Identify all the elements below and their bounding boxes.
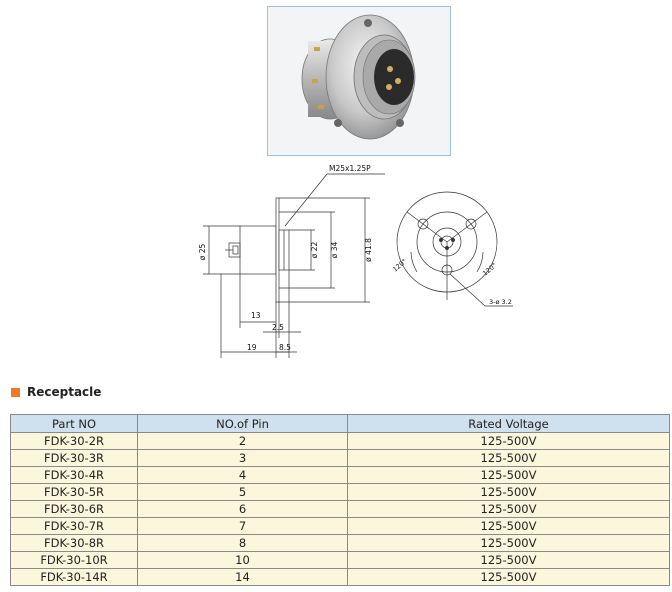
dim-34: ø 34 — [330, 242, 339, 259]
front-view — [396, 191, 513, 307]
dim-2-5: 2.5 — [272, 323, 284, 332]
header-rated-voltage: Rated Voltage — [347, 414, 670, 433]
cell-rated-voltage: 125-500V — [347, 568, 670, 586]
dimension-drawing: M25x1.25P ø 25 ø 22 ø 34 ø 41.8 13 2.5 1… — [198, 164, 513, 358]
dim-8-5: 8.5 — [279, 343, 291, 352]
cell-part-no: FDK-30-5R — [10, 483, 138, 501]
cell-no-of-pin: 3 — [137, 449, 348, 467]
cell-part-no: FDK-30-10R — [10, 551, 138, 569]
table-row: FDK-30-14R 14 125-500V — [10, 568, 670, 586]
cell-rated-voltage: 125-500V — [347, 483, 670, 501]
table-row: FDK-30-10R 10 125-500V — [10, 551, 670, 569]
cell-part-no: FDK-30-2R — [10, 432, 138, 450]
connector-image — [268, 7, 450, 155]
cell-part-no: FDK-30-3R — [10, 449, 138, 467]
cell-part-no: FDK-30-8R — [10, 534, 138, 552]
dim-13: 13 — [251, 311, 261, 320]
section-heading: Receptacle — [11, 384, 101, 400]
cell-no-of-pin: 5 — [137, 483, 348, 501]
table-row: FDK-30-8R 8 125-500V — [10, 534, 670, 552]
hole-label: 3-ø 3.2 — [489, 298, 512, 306]
cell-rated-voltage: 125-500V — [347, 466, 670, 484]
table-row: FDK-30-4R 4 125-500V — [10, 466, 670, 484]
header-part-no: Part NO — [10, 414, 138, 433]
cell-rated-voltage: 125-500V — [347, 534, 670, 552]
section-title: Receptacle — [27, 385, 102, 399]
cell-no-of-pin: 8 — [137, 534, 348, 552]
orange-square-icon — [11, 387, 20, 397]
cell-rated-voltage: 125-500V — [347, 551, 670, 569]
front-view-labels: 120° 120° 3-ø 3.2 — [391, 257, 512, 306]
cell-no-of-pin: 10 — [137, 551, 348, 569]
spec-table: Part NO NO.of Pin Rated Voltage FDK-30-2… — [10, 414, 670, 586]
cell-no-of-pin: 6 — [137, 500, 348, 518]
cell-rated-voltage: 125-500V — [347, 517, 670, 535]
side-view — [203, 173, 385, 358]
table-row: FDK-30-6R 6 125-500V — [10, 500, 670, 518]
cell-no-of-pin: 4 — [137, 466, 348, 484]
dim-19: 19 — [247, 343, 257, 352]
cell-part-no: FDK-30-6R — [10, 500, 138, 518]
side-view-labels: M25x1.25P ø 25 ø 22 ø 34 ø 41.8 13 2.5 1… — [198, 164, 373, 352]
cell-part-no: FDK-30-7R — [10, 517, 138, 535]
dim-25: ø 25 — [198, 244, 207, 261]
cell-rated-voltage: 125-500V — [347, 449, 670, 467]
product-photo — [267, 6, 451, 156]
cell-rated-voltage: 125-500V — [347, 432, 670, 450]
cell-no-of-pin: 2 — [137, 432, 348, 450]
cell-part-no: FDK-30-14R — [10, 568, 138, 586]
table-header-row: Part NO NO.of Pin Rated Voltage — [10, 414, 670, 433]
cell-no-of-pin: 7 — [137, 517, 348, 535]
cell-rated-voltage: 125-500V — [347, 500, 670, 518]
cell-part-no: FDK-30-4R — [10, 466, 138, 484]
header-no-of-pin: NO.of Pin — [137, 414, 348, 433]
table-row: FDK-30-3R 3 125-500V — [10, 449, 670, 467]
table-row: FDK-30-2R 2 125-500V — [10, 432, 670, 450]
thread-label: M25x1.25P — [329, 164, 371, 173]
dim-41-8: ø 41.8 — [364, 238, 373, 262]
cell-no-of-pin: 14 — [137, 568, 348, 586]
angle-left: 120° — [391, 257, 408, 273]
dim-22: ø 22 — [310, 242, 319, 259]
angle-right: 120° — [481, 261, 498, 277]
table-row: FDK-30-5R 5 125-500V — [10, 483, 670, 501]
table-row: FDK-30-7R 7 125-500V — [10, 517, 670, 535]
